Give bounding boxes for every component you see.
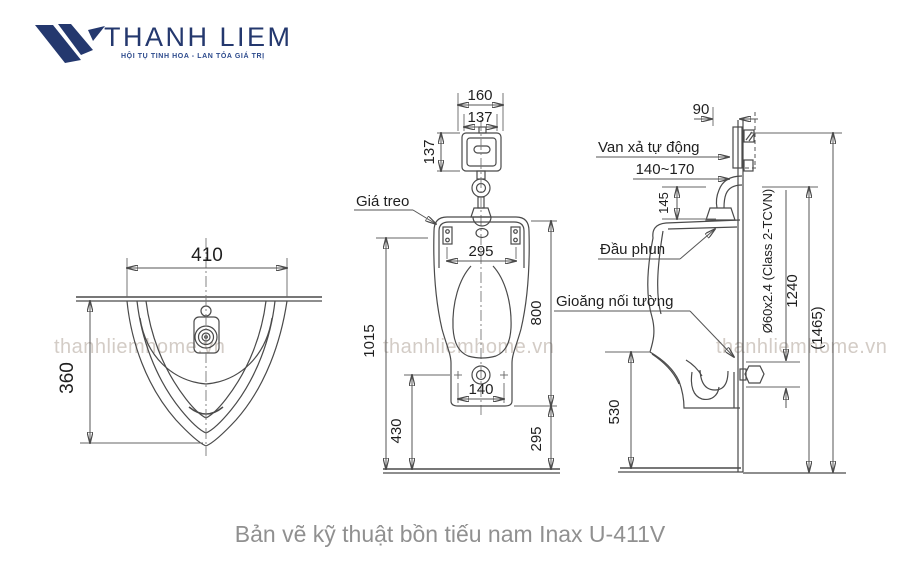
side-view: 90 Van xả tự động 140~170 145 Đầu phun G… [554,101,846,474]
pipe-spec: Ø60x2.4 (Class 2-TCVN) [760,189,775,333]
watermark-center: thanhliemhome.vn [383,336,555,358]
brand-logo-icon [35,24,105,63]
brand-name: THANH LIEM [104,22,293,52]
front-view: 160 137 137 Giá treo [354,87,560,474]
label-wall-gasket: Gioăng nối tường [556,293,673,310]
dim-valve-center-height: 1240 [784,274,801,307]
label-auto-valve: Van xả tự động [598,139,700,156]
dim-body-height: 800 [528,300,545,325]
top-view: 410 360 [57,238,322,456]
dim-total-height: 1015 [361,324,378,357]
drawing-caption: Bản vẽ kỹ thuật bồn tiếu nam Inax U-411V [234,521,666,547]
dim-overall-height: (1465) [809,306,826,349]
dim-spud-height: 145 [656,192,671,214]
dim-rim-width: 295 [468,243,493,260]
dim-valve-inner-width: 137 [467,109,492,126]
dim-inlet-range: 140~170 [636,161,695,178]
dim-top-depth: 360 [57,362,78,394]
dim-bottom-to-floor: 295 [528,426,545,451]
label-hanger: Giá treo [356,193,409,210]
brand-tagline: HỘI TỤ TINH HOA - LAN TỎA GIÁ TRỊ [121,53,265,60]
dim-lip-height: 530 [606,399,623,424]
dim-wall-offset: 90 [693,101,710,118]
dim-drain-bolt-spacing: 140 [468,381,493,398]
dim-valve-height: 137 [421,139,438,164]
dim-drain-to-floor: 430 [388,418,405,443]
dim-valve-outer-width: 160 [467,87,492,104]
label-spray-head: Đầu phun [600,241,665,258]
dim-top-width: 410 [191,245,223,266]
brand-logo: THANH LIEM HỘI TỤ TINH HOA - LAN TỎA GIÁ… [20,12,300,82]
watermark-right: thanhliemhome.vn [716,336,888,358]
watermark-left: thanhliemhome.vn [54,336,226,358]
